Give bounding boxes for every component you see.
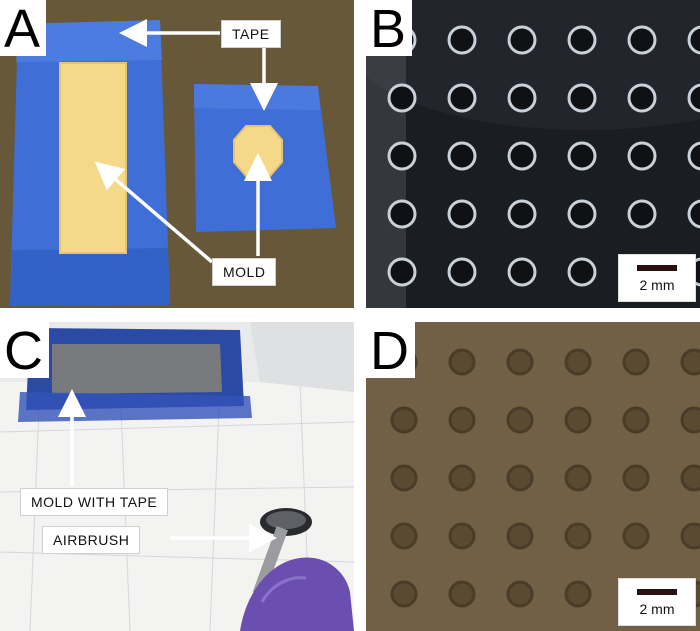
panel-label-d: D [366,322,415,378]
callout-mold: MOLD [212,258,277,286]
microwell [627,141,657,171]
scale-bar-label: 2 mm [639,277,675,293]
microwell [680,522,700,550]
microwell [680,406,700,434]
microwell [564,348,592,376]
microwell [687,141,700,171]
panel-a: A [0,0,354,308]
microwell [564,580,592,608]
panel-b: B 2 mm [366,0,700,308]
microwell-mold-photo [366,0,700,308]
microwell [506,464,534,492]
microwell [507,199,537,229]
microwell [506,522,534,550]
microwell [390,406,418,434]
panel-c: C [0,322,354,631]
microwell [390,464,418,492]
microwell [687,25,700,55]
microwell [447,257,477,287]
microwell [622,464,650,492]
microwell [622,406,650,434]
microwell [507,141,537,171]
scale-bar-label: 2 mm [639,601,675,617]
panel-label-a: A [0,0,47,56]
microwell [507,83,537,113]
microwell [564,464,592,492]
tape-and-mold-photo [0,0,354,308]
microwell [387,83,417,113]
microwell [687,83,700,113]
microwell [622,522,650,550]
microwell [507,25,537,55]
panel-d: D 2 mm [366,322,700,631]
callout-airbrush: AIRBRUSH [42,526,141,554]
microwell [387,257,417,287]
microwell [680,348,700,376]
microwell [564,406,592,434]
microwell [447,25,477,55]
microwell [622,348,650,376]
microwell [390,580,418,608]
microwell [448,406,476,434]
callout-tape: TAPE [221,20,281,48]
microwell [627,25,657,55]
microwell [448,580,476,608]
microwell [447,199,477,229]
microwell [567,141,597,171]
microwell [687,199,700,229]
microwell [627,83,657,113]
microwell [567,257,597,287]
microwell [506,348,534,376]
panel-label-c: C [0,322,49,378]
microwell [387,141,417,171]
panel-label-b: B [366,0,413,56]
microwell [390,522,418,550]
microwell [627,199,657,229]
microwell [567,199,597,229]
microwell [507,257,537,287]
scale-bar-line [637,589,677,595]
microwell [680,464,700,492]
microwell [506,406,534,434]
callout-mold-with-tape: MOLD WITH TAPE [20,488,169,516]
microwell [567,83,597,113]
scale-bar-line [637,265,677,271]
scale-bar-d: 2 mm [618,578,696,626]
microwell [448,464,476,492]
scale-bar-b: 2 mm [618,254,696,302]
microwell [448,348,476,376]
microwell [506,580,534,608]
microwell [447,141,477,171]
microwell [447,83,477,113]
microwell [567,25,597,55]
microwell [564,522,592,550]
microwell [387,199,417,229]
microwell [448,522,476,550]
airbrush-setup-photo [0,322,354,631]
